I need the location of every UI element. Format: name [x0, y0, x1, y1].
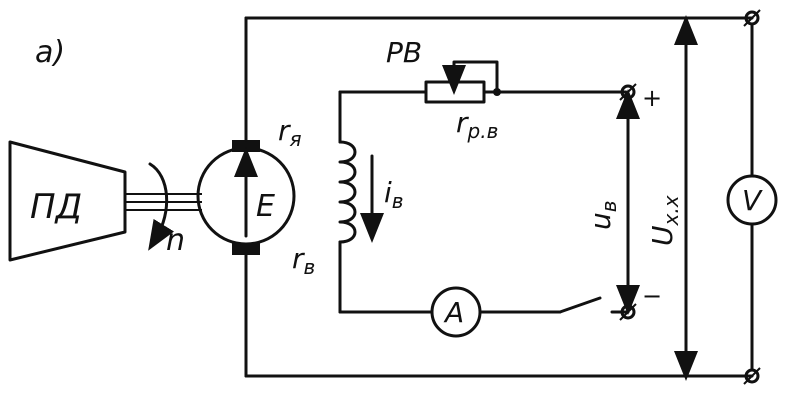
svg-text:rя: rя: [278, 114, 302, 151]
shaft: [125, 193, 202, 211]
outer-circuit: [244, 16, 754, 378]
plus-sign: +: [642, 84, 662, 112]
rheostat-resistance-base: r: [456, 106, 469, 139]
field-resistance-base: r: [292, 242, 305, 275]
field-coil: [338, 140, 357, 244]
rheostat-label: РВ: [386, 36, 422, 69]
svg-text:rв: rв: [292, 242, 315, 279]
no-load-voltage-sub: х.х: [659, 195, 683, 226]
field-voltage-base: u: [584, 212, 617, 230]
bottom-brush: [232, 243, 260, 255]
field-voltage-sub: в: [597, 200, 621, 212]
no-load-voltage-label: Uх.х: [646, 195, 683, 246]
armature-resistance-label: rя: [278, 114, 302, 151]
ammeter-label: A: [443, 296, 464, 329]
field-current-label: iв: [384, 176, 404, 213]
field-current-base: i: [384, 176, 392, 209]
top-brush: [232, 140, 260, 152]
minus-sign: −: [642, 282, 662, 310]
field-resistance-label: rв: [292, 242, 315, 279]
rotation-arrow: n: [148, 162, 185, 258]
emf-label: E: [256, 189, 275, 224]
rheostat-resistance-label: rр.в: [456, 106, 498, 143]
no-load-voltage: Uх.х: [646, 14, 698, 381]
armature-resistance-base: r: [278, 114, 291, 147]
switch-blade: [558, 296, 602, 314]
field-terminals: + − uв: [584, 83, 662, 321]
voltmeter-branch: V: [726, 9, 778, 385]
field-current-sub: в: [392, 189, 404, 213]
prime-mover: ПД: [8, 140, 127, 262]
panel-label: a): [35, 35, 65, 70]
prime-mover-label: ПД: [30, 187, 82, 227]
field-voltage-label: uв: [584, 200, 621, 230]
no-load-voltage-base: U: [646, 226, 679, 247]
rheostat-resistance-sub: р.в: [467, 119, 499, 143]
field-circuit: РВ rр.в iв A: [338, 36, 630, 338]
armature-resistance-sub: я: [290, 127, 302, 151]
rotation-label: n: [166, 223, 185, 258]
voltmeter-label: V: [742, 184, 763, 217]
generator-armature: E: [196, 140, 296, 255]
rheostat: [424, 80, 486, 104]
field-resistance-sub: в: [304, 255, 316, 279]
